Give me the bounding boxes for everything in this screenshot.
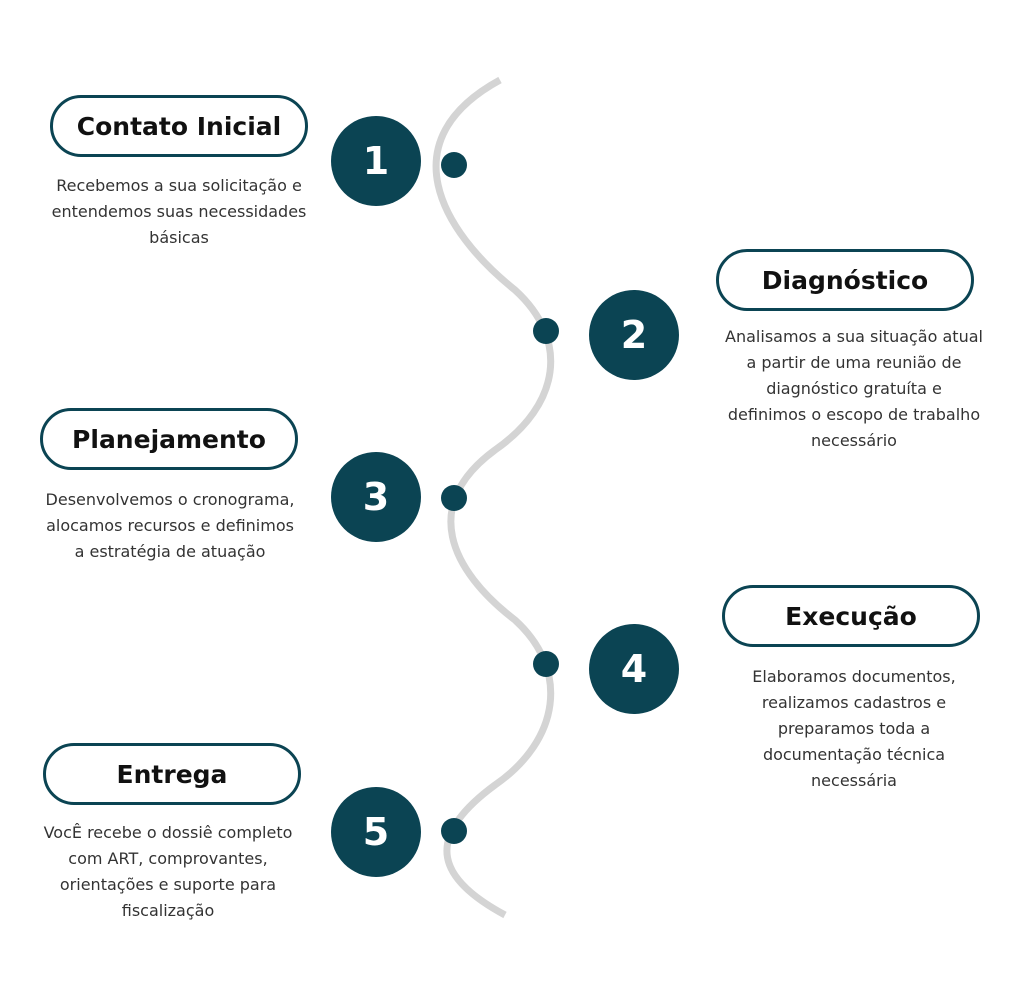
step-1-dot <box>441 152 467 178</box>
timeline-wavy-path <box>432 76 555 919</box>
step-2-description-line: Analisamos a sua situação atual <box>725 327 983 346</box>
step-2-description-line: a partir de uma reunião de <box>746 353 962 372</box>
step-5-number-circle: 5 <box>331 787 421 877</box>
step-4-description-line: Elaboramos documentos, <box>752 667 956 686</box>
step-2-description-line: diagnóstico gratuíta e <box>766 379 942 398</box>
step-3-title: Planejamento <box>40 408 298 470</box>
step-5-description-line: com ART, comprovantes, <box>68 849 268 868</box>
step-4-title: Execução <box>722 585 980 647</box>
step-1-description-line: Recebemos a sua solicitação e <box>56 176 302 195</box>
step-3-number-circle: 3 <box>331 452 421 542</box>
step-4-description-line: necessária <box>811 771 897 790</box>
step-3-description-line: Desenvolvemos o cronograma, <box>45 490 295 509</box>
step-3-dot <box>441 485 467 511</box>
step-2-title: Diagnóstico <box>716 249 974 311</box>
step-1-title: Contato Inicial <box>50 95 308 157</box>
step-1-description: Recebemos a sua solicitação e entendemos… <box>30 173 328 251</box>
step-5-description-line: VocÊ recebe o dossiê completo <box>43 823 293 842</box>
step-4-description-line: realizamos cadastros e <box>761 693 947 712</box>
step-5-title: Entrega <box>43 743 301 805</box>
step-1-description-line: entendemos suas necessidades <box>51 202 307 221</box>
step-2-description-line: necessário <box>811 431 897 450</box>
step-1-description-line: básicas <box>149 228 209 247</box>
step-2-description-line: definimos o escopo de trabalho <box>727 405 981 424</box>
step-2-number-circle: 2 <box>589 290 679 380</box>
step-4-description-line: documentação técnica <box>762 745 946 764</box>
step-2-description: Analisamos a sua situação atual a partir… <box>704 324 1004 454</box>
step-2-dot <box>533 318 559 344</box>
step-5-description-line: fiscalização <box>121 901 215 920</box>
step-3-description-line: alocamos recursos e definimos <box>46 516 294 535</box>
step-5-dot <box>441 818 467 844</box>
step-4-description-line: preparamos toda a <box>777 719 931 738</box>
step-4-dot <box>533 651 559 677</box>
step-5-description: VocÊ recebe o dossiê completo com ART, c… <box>18 820 318 924</box>
step-3-description: Desenvolvemos o cronograma, alocamos rec… <box>20 487 320 565</box>
step-3-description-line: a estratégia de atuação <box>74 542 266 561</box>
step-4-number-circle: 4 <box>589 624 679 714</box>
step-4-description: Elaboramos documentos, realizamos cadast… <box>704 664 1004 794</box>
step-5-description-line: orientações e suporte para <box>59 875 277 894</box>
step-1-number-circle: 1 <box>331 116 421 206</box>
